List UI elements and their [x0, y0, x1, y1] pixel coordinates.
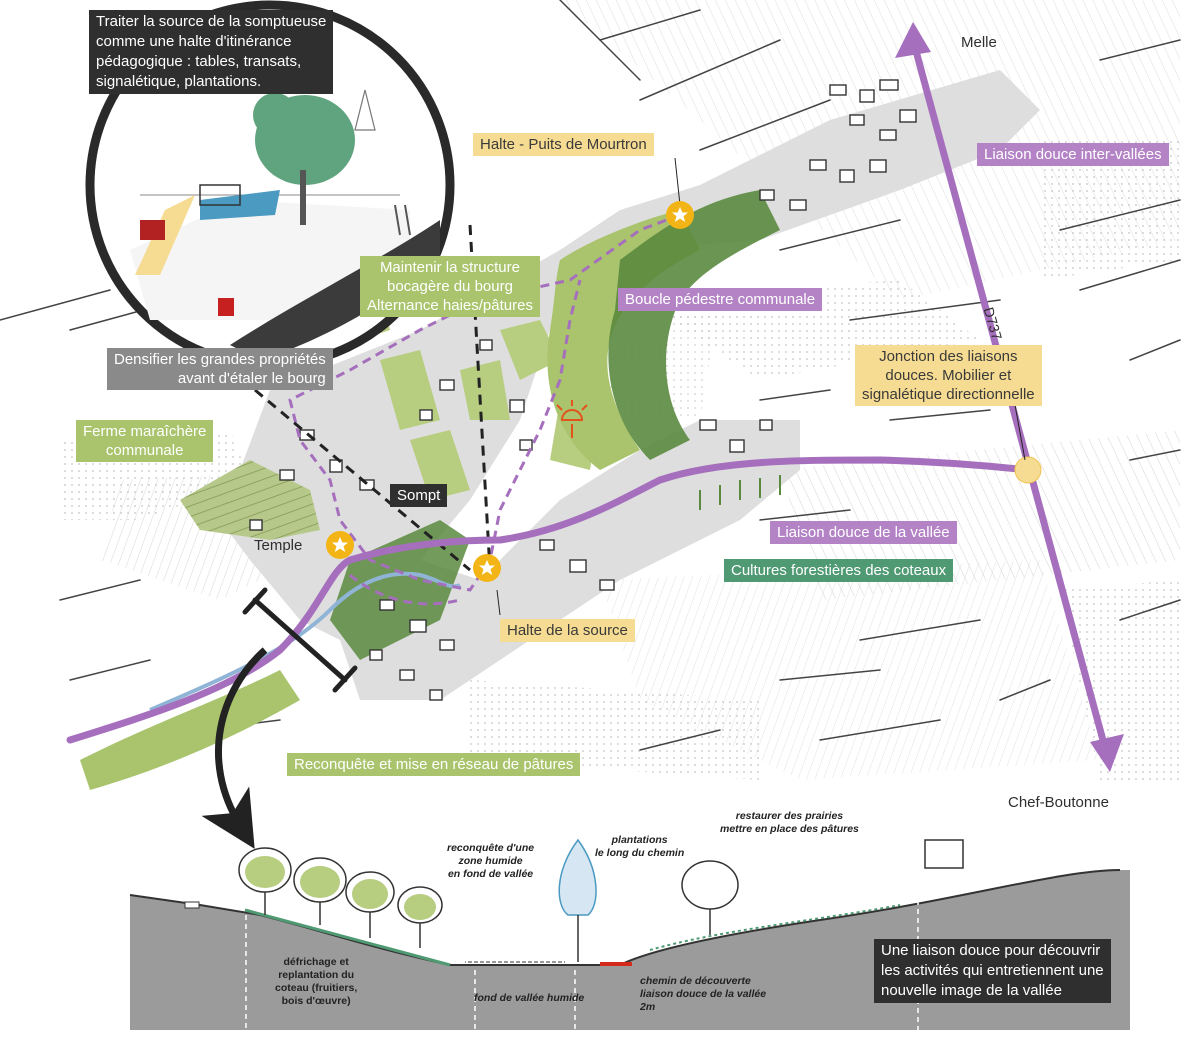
label-cultures: Cultures forestières des coteaux [724, 559, 954, 582]
label-ferme: Ferme maraîchère communale [76, 420, 214, 462]
town-sompt: Sompt [390, 484, 448, 507]
halte-stars [326, 201, 694, 582]
label-halte-inset: Traiter la source de la somptueuse comme… [89, 10, 334, 94]
river [149, 571, 461, 712]
section-arrow [201, 647, 268, 849]
forest-rows [699, 475, 781, 510]
label-densifier: Densifier les grandes propriétés avant d… [107, 348, 333, 390]
viewpoint-icon [556, 400, 588, 438]
label-halte-source: Halte de la source [500, 619, 635, 642]
label-liaison-inter: Liaison douce inter-vallées [977, 143, 1169, 166]
reconquete-pastures [80, 670, 300, 790]
section-cut-marker [242, 587, 358, 693]
liaison-vallee-path [66, 456, 1032, 744]
town-temple: Temple [254, 537, 303, 554]
jonction-marker [1014, 456, 1042, 484]
section-fond: fond de vallée humide [474, 992, 585, 1004]
label-jonction: Jonction des liaisons douces. Mobilier e… [855, 345, 1042, 406]
label-halte-puits: Halte - Puits de Mourtron [473, 133, 654, 156]
section-restaurer: restaurer des prairies mettre en place d… [720, 810, 859, 835]
leaders [496, 157, 1026, 616]
label-reconquete: Reconquête et mise en réseau de pâtures [287, 753, 581, 776]
valley-wood [608, 190, 780, 460]
section-zone-humide: reconquête d'une zone humide en fond de … [447, 842, 535, 880]
town-chef-boutonne: Chef-Boutonne [1008, 794, 1109, 811]
section-defrichage: défrichage et replantation du coteau (fr… [275, 956, 358, 1007]
label-boucle: Boucle pédestre communale [618, 288, 823, 311]
label-structure-bocagere: Maintenir la structure bocagère du bourg… [360, 256, 540, 317]
section-chemin: chemin de découverte liaison douce de la… [640, 975, 767, 1013]
town-melle: Melle [961, 34, 997, 51]
section-plantations: plantations le long du chemin [595, 834, 685, 859]
section-summary: Une liaison douce pour découvrir les act… [874, 939, 1111, 1003]
label-liaison-vallee: Liaison douce de la vallée [770, 521, 957, 544]
